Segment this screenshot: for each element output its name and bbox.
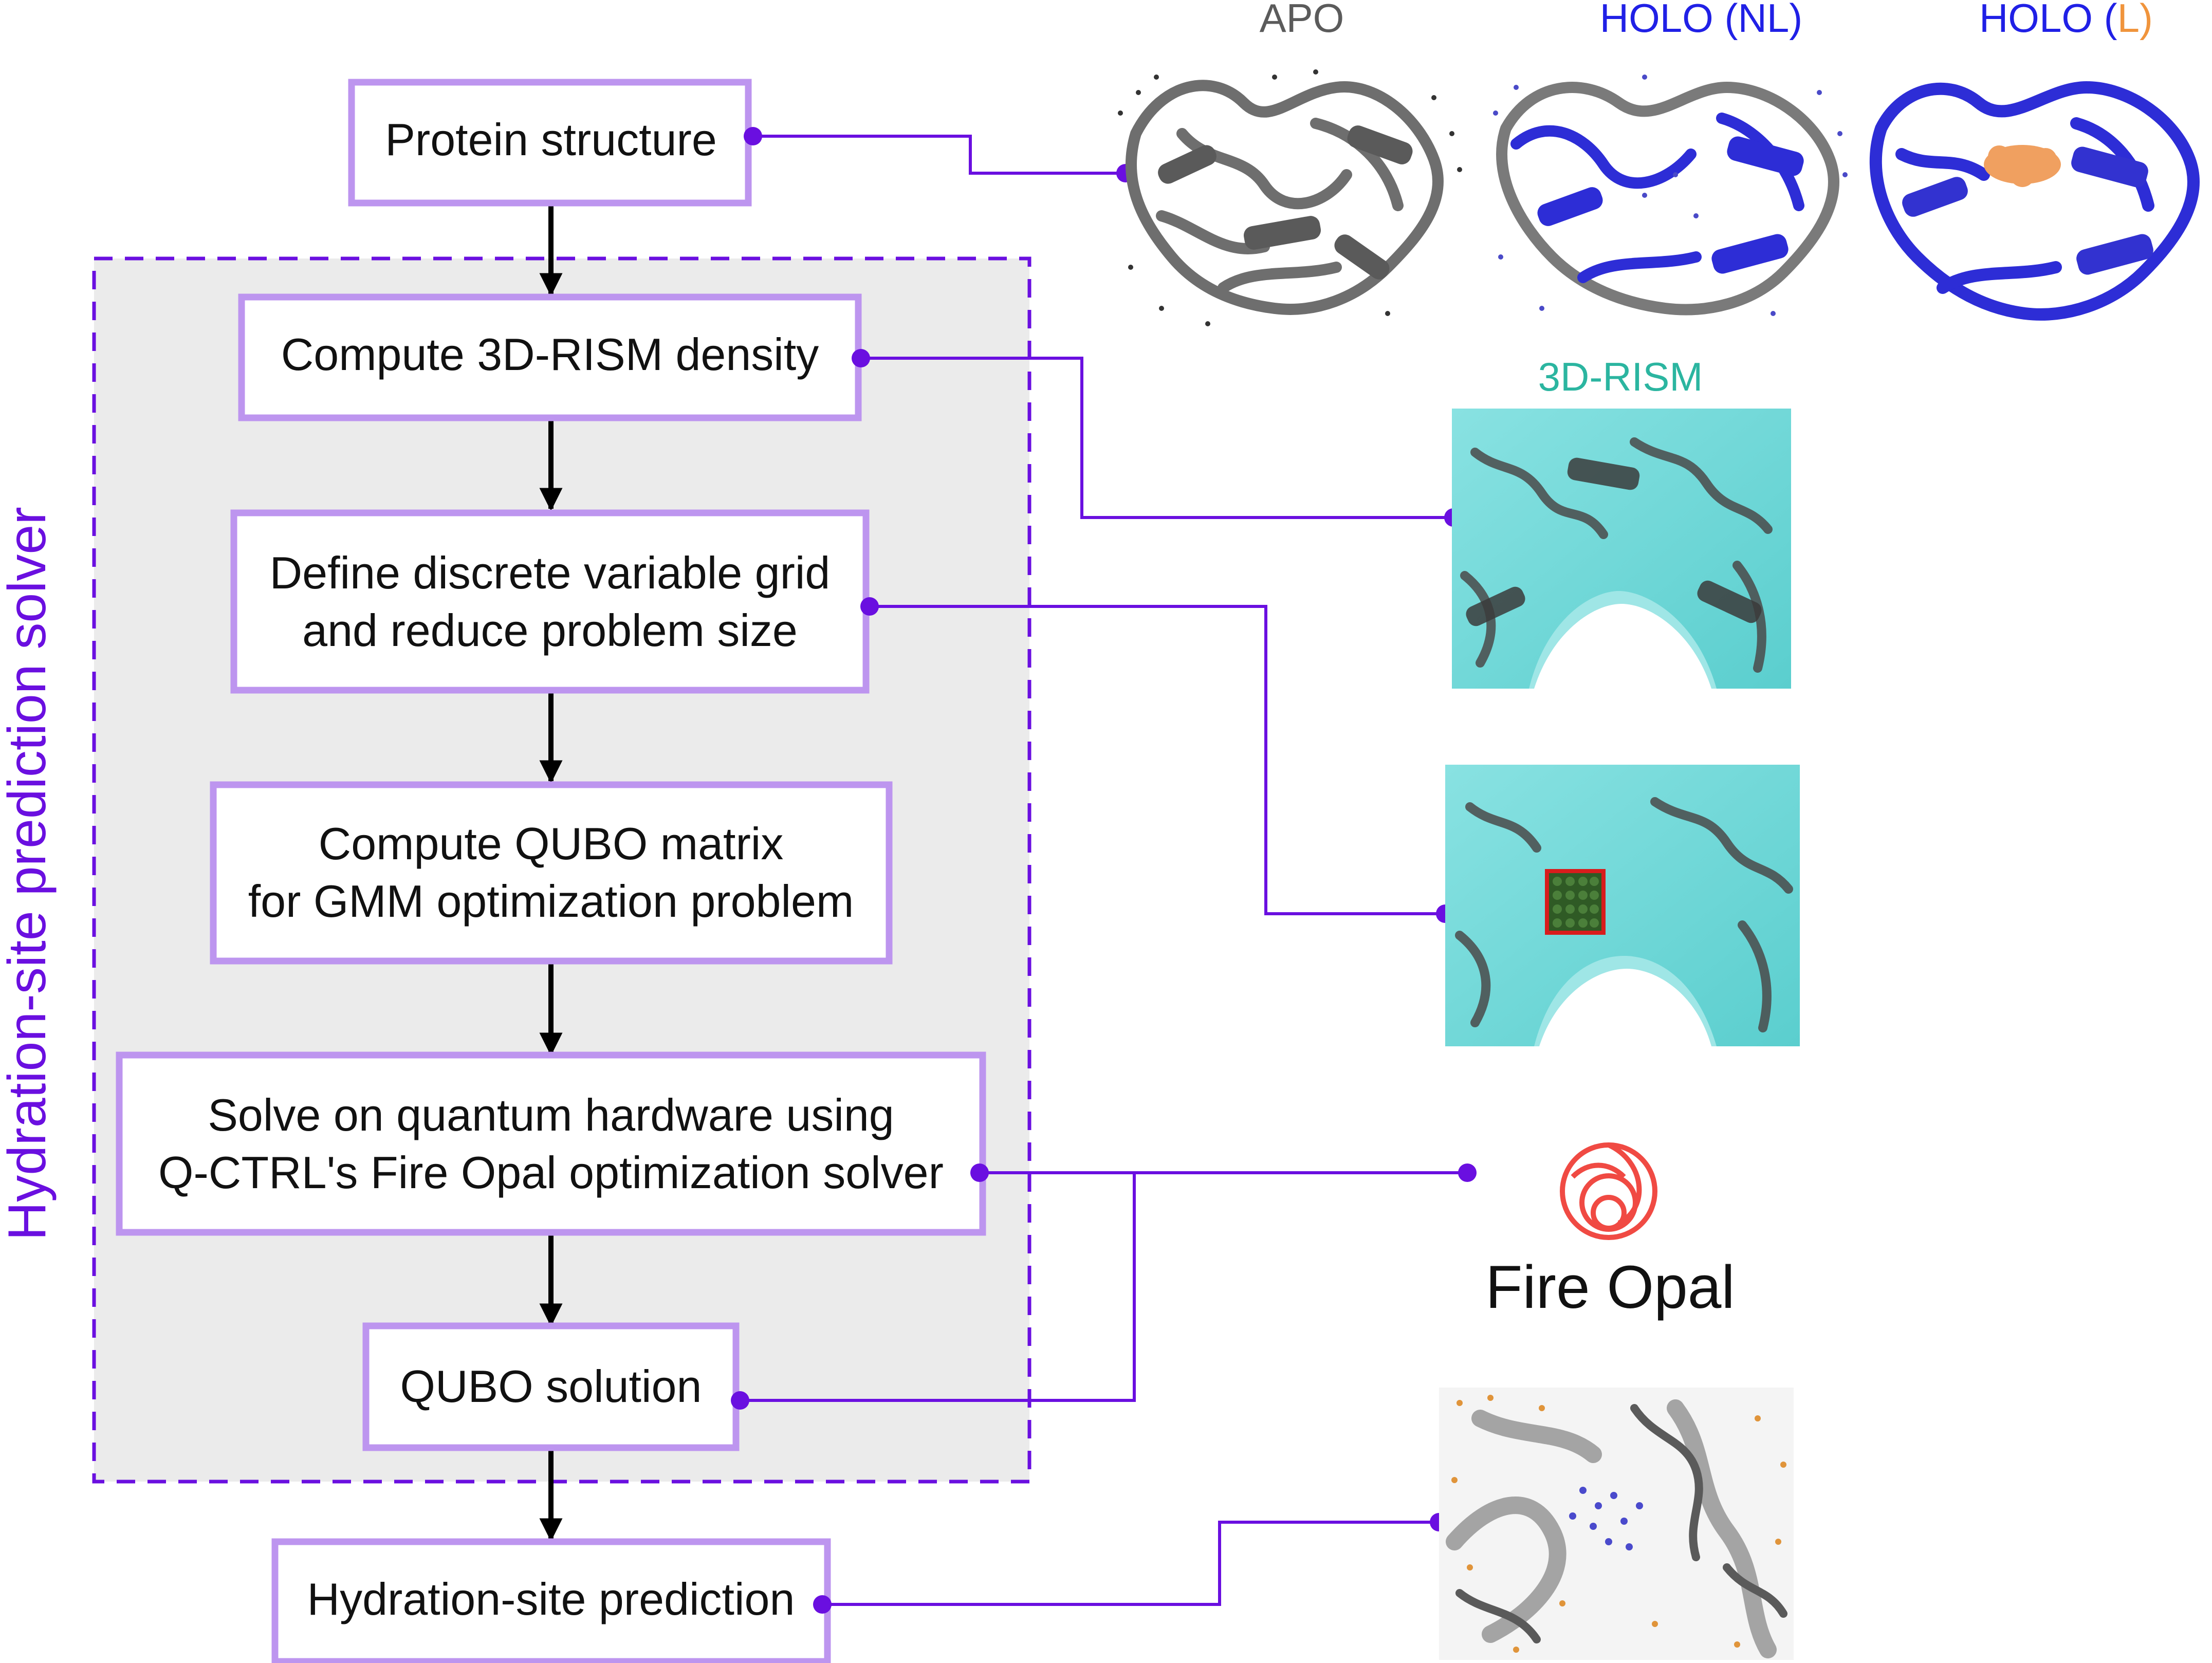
step-boxes (116, 79, 986, 1663)
step-qubo-solution-label: QUBO solution (400, 1361, 702, 1412)
solver-label: Hydration-site prediction solver (0, 507, 57, 1241)
box-qubo-solution (362, 1322, 740, 1451)
grid-box-icon (1545, 869, 1606, 935)
box-hydration-site-prediction (271, 1538, 831, 1663)
box-compute-qubo-matrix (210, 781, 893, 965)
holo-nl-label: HOLO (NL) (1600, 0, 1802, 41)
hydration-sites-image (1439, 1388, 1794, 1660)
apo-label: APO (1260, 0, 1344, 41)
step-protein-structure-label: Protein structure (385, 114, 717, 165)
step-solve-label-line2: Q-CTRL's Fire Opal optimization solver (158, 1147, 944, 1198)
step-compute-qubo-label-line2: for GMM optimization problem (248, 876, 854, 927)
step-define-grid-label-line1: Define discrete variable grid (270, 547, 831, 598)
step-compute-3d-rism-label: Compute 3D-RISM density (281, 329, 819, 380)
holo-l-prefix: HOLO ( (1979, 0, 2117, 41)
step-labels: Protein structure Compute 3D-RISM densit… (158, 114, 944, 1624)
apo-structure-image (1118, 69, 1462, 326)
connector-lines (740, 135, 1467, 1606)
holo-l-suffix: ) (2140, 0, 2153, 41)
step-hydration-site-prediction-label: Hydration-site prediction (307, 1574, 795, 1624)
step-solve-label-line1: Solve on quantum hardware using (208, 1089, 894, 1140)
rism-label: 3D-RISM (1538, 354, 1703, 399)
step-define-grid-label-line2: and reduce problem size (302, 605, 798, 656)
rism-density-image (1452, 409, 1791, 689)
fire-opal-wordmark: Fire Opal (1485, 1253, 1735, 1321)
holo-l-ligand: L (2117, 0, 2140, 41)
ligand-icon (1984, 145, 2061, 187)
fire-opal-logo-icon (1560, 1142, 1657, 1240)
holo-nl-structure-image (1493, 75, 1848, 316)
holo-l-label: HOLO (L) (1979, 0, 2153, 41)
step-compute-qubo-label-line1: Compute QUBO matrix (319, 818, 784, 869)
holo-l-structure-image (1869, 81, 2200, 321)
box-solve-on-quantum-hardware (116, 1051, 986, 1236)
box-define-discrete-variable-grid (230, 509, 870, 694)
grid-image (1445, 765, 1800, 1046)
